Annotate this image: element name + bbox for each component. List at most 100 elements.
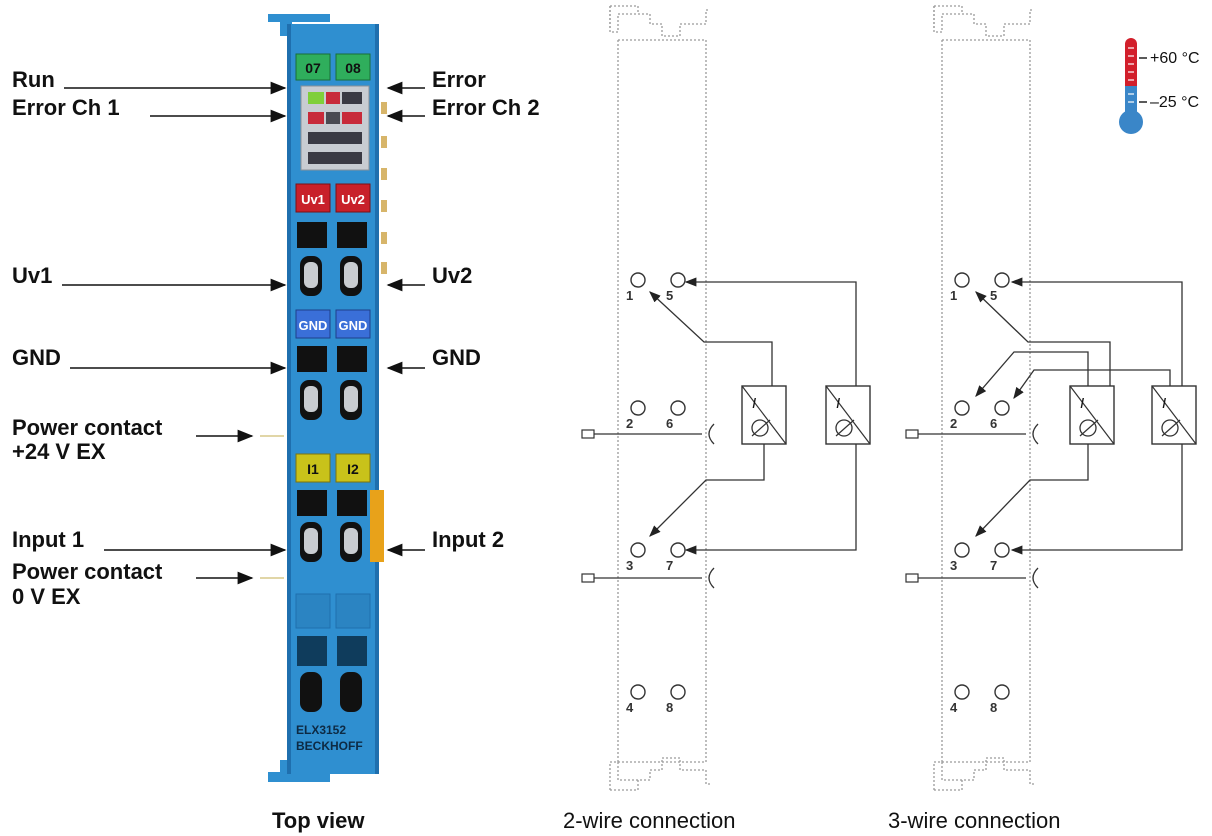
svg-text:I: I — [752, 395, 756, 412]
terminal-point — [994, 272, 1010, 288]
gnd-tag-text: GND — [299, 318, 328, 333]
label-uv2: Uv2 — [432, 263, 473, 288]
label-gnd-right: GND — [432, 345, 481, 370]
label-power-contact-24-line2: +24 V EX — [12, 439, 106, 464]
wire-ch2-to-5 — [684, 277, 857, 386]
channel-tag-text: 08 — [345, 60, 361, 76]
terminal-point — [630, 684, 646, 700]
caption-three-wire: 3-wire connection — [888, 808, 1061, 833]
terminal-number: 3 — [950, 558, 957, 573]
terminal-number: 7 — [990, 558, 997, 573]
terminal-number: 1 — [626, 288, 633, 303]
uv2-tag — [335, 183, 371, 213]
contact-spring — [708, 423, 715, 445]
caption-two-wire: 2-wire connection — [563, 808, 736, 833]
top-clip — [268, 14, 330, 36]
power-contact — [581, 573, 595, 583]
uv-tag-text: Uv2 — [341, 192, 365, 207]
sensor-ch2: I — [1151, 385, 1197, 445]
terminal-point — [630, 542, 646, 558]
sensor-ch1: I — [1069, 385, 1115, 445]
terminal-point — [630, 272, 646, 288]
terminal-point — [994, 684, 1010, 700]
three-wire-diagram: 1 2 3 4 5 6 7 8 I I — [905, 5, 1197, 791]
wire-ch1-to-2 — [975, 351, 1089, 397]
terminal-number: 8 — [666, 700, 673, 715]
terminal-number: 1 — [950, 288, 957, 303]
terminal-number: 3 — [626, 558, 633, 573]
terminal-point — [670, 684, 686, 700]
svg-text:I: I — [1080, 395, 1084, 412]
terminal-number: 5 — [990, 288, 997, 303]
gnd-tag-1 — [295, 309, 331, 339]
terminal-point — [954, 400, 970, 416]
label-input1: Input 1 — [12, 527, 85, 552]
wire-ch2-to-5 — [1010, 277, 1183, 386]
bottom-clip — [268, 760, 330, 782]
terminal-point — [630, 400, 646, 416]
led-error-ch1 — [308, 112, 324, 124]
input2-tag — [335, 453, 371, 483]
channel-tag-08 — [335, 53, 371, 81]
label-power-contact-24-line1: Power contact — [12, 415, 163, 440]
terminal-number: 8 — [990, 700, 997, 715]
caption-top-view: Top view — [272, 808, 365, 833]
input-tag-text: I1 — [307, 461, 319, 477]
orange-tab — [370, 490, 384, 562]
label-gnd-left: GND — [12, 345, 61, 370]
wire-ch2-to-7 — [684, 444, 857, 555]
gnd-tag-2 — [335, 309, 371, 339]
module-brand: BECKHOFF — [296, 739, 363, 753]
contact-spring — [708, 567, 715, 589]
terminal-point — [954, 272, 970, 288]
label-error-ch2: Error Ch 2 — [432, 95, 540, 120]
channel-tag-07 — [295, 53, 331, 81]
wire-ch2-to-7 — [1010, 444, 1183, 555]
terminal-point — [954, 542, 970, 558]
terminal-number: 4 — [626, 700, 634, 715]
wire-ch1-to-1 — [649, 291, 773, 386]
terminal-point — [994, 542, 1010, 558]
terminal-number: 6 — [666, 416, 673, 431]
terminal-number: 7 — [666, 558, 673, 573]
label-error: Error — [432, 67, 486, 92]
terminal-block-outline — [609, 5, 710, 791]
terminal-number: 6 — [990, 416, 997, 431]
power-contact — [905, 429, 919, 439]
module-model: ELX3152 — [296, 723, 346, 737]
channel-tag-text: 07 — [305, 60, 321, 76]
svg-text:I: I — [836, 395, 840, 412]
label-uv1: Uv1 — [12, 263, 53, 288]
led-run — [308, 92, 324, 104]
contact-spring — [1032, 423, 1039, 445]
power-contact — [905, 573, 919, 583]
wire-ch2-to-6 — [1013, 369, 1171, 400]
input1-tag — [295, 453, 331, 483]
led-error-ch2 — [342, 112, 362, 124]
terminal-point — [954, 684, 970, 700]
sensor-ch2: I — [825, 385, 871, 445]
terminal-number: 4 — [950, 700, 958, 715]
terminal-block-outline — [933, 5, 1034, 791]
wire-ch1-to-3 — [975, 444, 1089, 537]
sensor-ch1: I — [741, 385, 787, 445]
terminal-point — [670, 400, 686, 416]
label-power-contact-0-line1: Power contact — [12, 559, 163, 584]
wire-ch1-to-3 — [649, 444, 765, 537]
label-power-contact-0-line2: 0 V EX — [12, 584, 81, 609]
temp-min: –25 °C — [1150, 94, 1199, 111]
two-wire-diagram: 1 2 3 4 5 6 7 8 I I — [581, 5, 871, 791]
wire-ch1-to-1 — [975, 291, 1111, 386]
uv-tag-text: Uv1 — [301, 192, 325, 207]
terminal-point — [670, 272, 686, 288]
terminal-point — [670, 542, 686, 558]
input-tag-text: I2 — [347, 461, 359, 477]
spring-terminal-row-2 — [297, 346, 367, 420]
terminal-number: 2 — [950, 416, 957, 431]
terminal-number: 5 — [666, 288, 673, 303]
terminal-number: 2 — [626, 416, 633, 431]
